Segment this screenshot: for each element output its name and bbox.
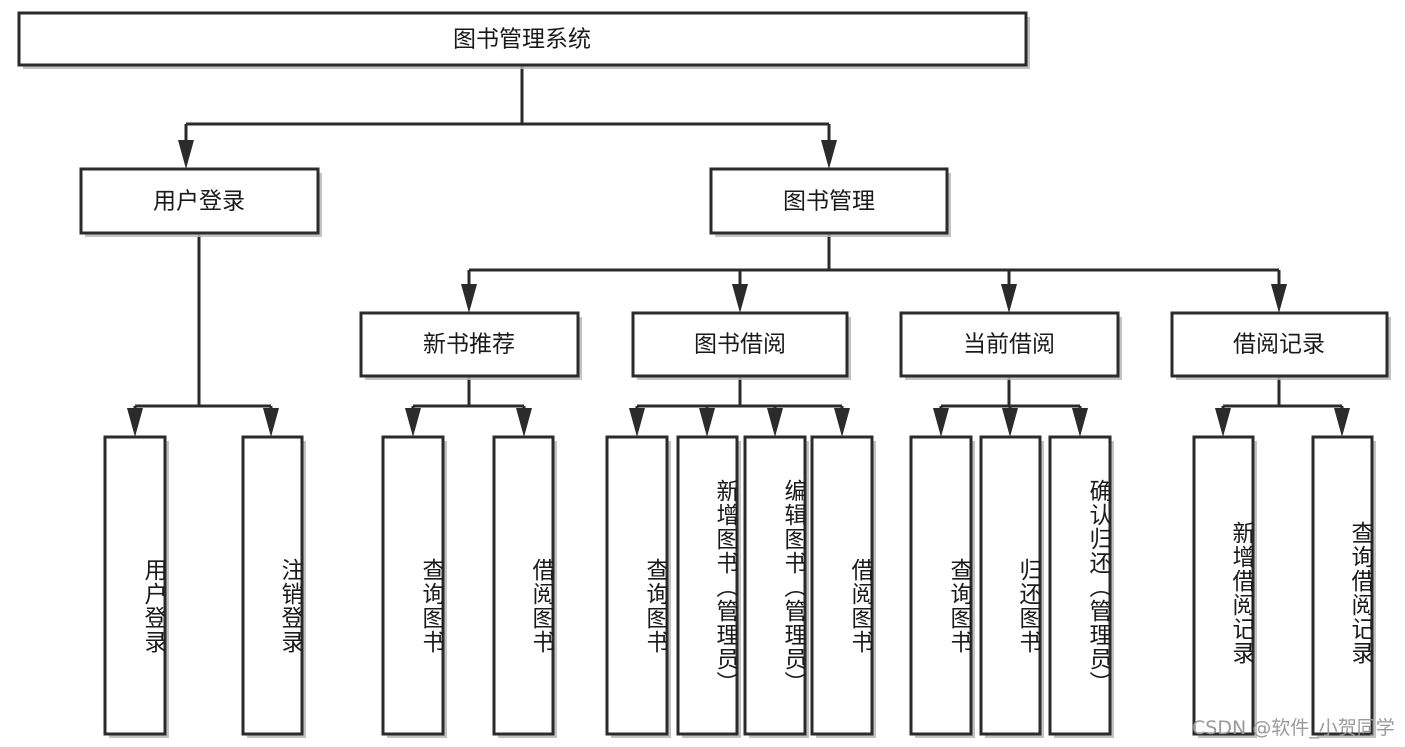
arrow-br-l1 (1215, 408, 1231, 437)
arrow-bm-c4 (1271, 284, 1287, 313)
node-root[interactable]: 图书管理系统 (17, 11, 1028, 67)
connectors-user-login-to-leaves (127, 233, 279, 437)
node-user-login-label: 用户登录 (153, 189, 245, 215)
leaf-box-return-book[interactable] (979, 435, 1042, 736)
arrow-nb-l1 (405, 408, 421, 437)
watermark-text: CSDN @软件_小贺同学 (1192, 717, 1395, 739)
arrow-bm-c3 (1001, 284, 1017, 313)
arrow-cb-l2 (1002, 408, 1018, 437)
arrow-bb-l2 (699, 408, 715, 437)
arrow-br-l2 (1334, 408, 1350, 437)
arrow-ul-leaf1 (127, 408, 143, 437)
node-book-borrow-box[interactable] (631, 311, 849, 378)
arrow-cb-l1 (933, 408, 949, 437)
leaf-box-query-book-2[interactable] (605, 435, 669, 736)
node-user-login-box[interactable] (79, 167, 320, 235)
arrow-bm-c1 (461, 284, 477, 313)
leaf-box-query-record[interactable] (1311, 435, 1374, 736)
leaf-box-edit-book[interactable] (743, 435, 807, 736)
node-current-borrow-box[interactable] (899, 311, 1120, 378)
arrow-ul-leaf2 (263, 408, 279, 437)
node-user-login[interactable]: 用户登录 (79, 167, 320, 235)
node-book-manage-box[interactable] (709, 167, 949, 235)
leaf-box-add-record[interactable] (1192, 435, 1255, 736)
arrow-cb-l3 (1072, 408, 1088, 437)
connectors-borrowrecord-to-leaves (1215, 376, 1350, 437)
connectors-currentborrow-to-leaves (933, 376, 1088, 437)
connectors-newbook-to-leaves (405, 376, 532, 437)
node-new-book-recommend-label: 新书推荐 (423, 332, 515, 358)
connectors-book-manage-to-level3 (461, 233, 1287, 313)
node-root-box[interactable] (17, 11, 1028, 67)
leaf-box-borrow-book-2[interactable] (810, 435, 874, 736)
node-root-label: 图书管理系统 (453, 27, 591, 53)
node-borrow-record-box[interactable] (1170, 311, 1389, 378)
leaf-box-confirm-return[interactable] (1048, 435, 1112, 736)
arrow-bb-l3 (767, 408, 783, 437)
leaf-box-user-login[interactable] (103, 435, 167, 736)
leaf-box-query-book-1[interactable] (381, 435, 445, 736)
arrow-bm-c2 (732, 284, 748, 313)
connectors-root-to-level2 (178, 65, 837, 169)
leaf-boxes[interactable] (103, 435, 1374, 736)
node-book-manage-label: 图书管理 (783, 189, 875, 215)
arrow-to-book-manage (821, 140, 837, 169)
node-borrow-record-label: 借阅记录 (1233, 332, 1325, 358)
leaf-box-logout-login[interactable] (241, 435, 304, 736)
arrow-nb-l2 (516, 408, 532, 437)
node-current-borrow-label: 当前借阅 (963, 332, 1055, 358)
node-new-book-recommend[interactable]: 新书推荐 (359, 311, 580, 378)
node-book-manage[interactable]: 图书管理 (709, 167, 949, 235)
leaf-box-borrow-book-1[interactable] (492, 435, 555, 736)
arrow-to-user-login (178, 140, 194, 169)
arrow-bb-l4 (834, 408, 850, 437)
node-borrow-record[interactable]: 借阅记录 (1170, 311, 1389, 378)
node-current-borrow[interactable]: 当前借阅 (899, 311, 1120, 378)
node-book-borrow-label: 图书借阅 (694, 332, 786, 358)
node-new-book-recommend-box[interactable] (359, 311, 580, 378)
connectors-bookborrow-to-leaves (629, 376, 850, 437)
leaf-box-add-book[interactable] (676, 435, 739, 736)
node-book-borrow[interactable]: 图书借阅 (631, 311, 849, 378)
leaf-box-query-book-3[interactable] (909, 435, 973, 736)
arrow-bb-l1 (629, 408, 645, 437)
